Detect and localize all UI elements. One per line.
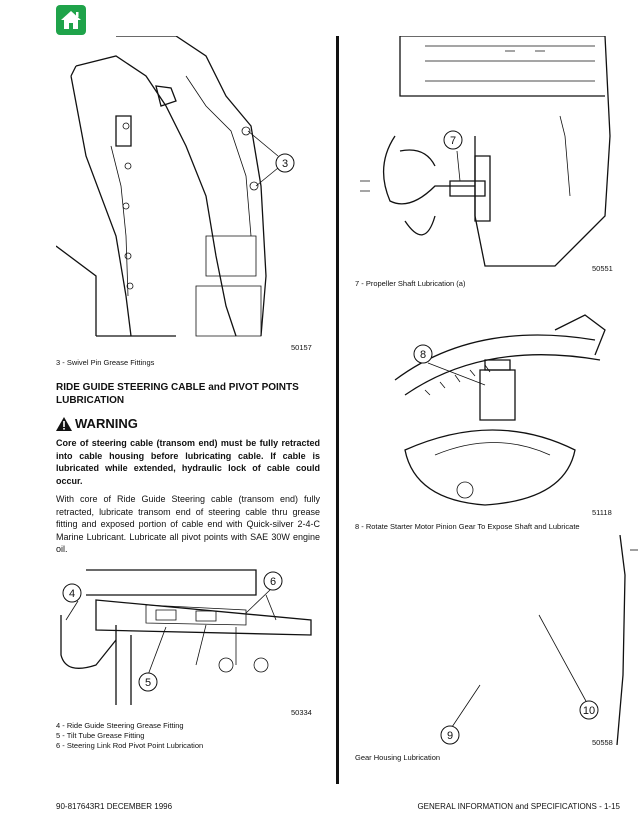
svg-text:5: 5 [145,677,151,689]
figure-caption: 5 - Tilt Tube Grease Fitting [56,731,145,740]
column-divider [336,36,339,784]
figure-caption: 4 - Ride Guide Steering Grease Fitting [56,721,184,730]
figure-number: 50558 [592,738,613,747]
warning-triangle-icon [56,416,72,431]
swivel-pin-illustration: 3 [56,36,295,337]
gear-housing-illustration: 9 10 [440,535,638,745]
home-button[interactable] [56,5,86,35]
figure-caption: 7 - Propeller Shaft Lubrication (a) [355,279,466,288]
callout-4: 4 [62,583,82,603]
section-heading: RIDE GUIDE STEERING CABLE and PIVOT POIN… [56,382,299,406]
figure-number: 50551 [592,264,613,273]
callout-9: 9 [440,725,460,745]
callout-7: 7 [443,130,463,150]
figure-caption: 3 - Swivel Pin Grease Fittings [56,358,155,367]
figure-number: 50157 [291,343,312,352]
propeller-shaft-illustration: 7 [360,36,611,267]
svg-text:8: 8 [420,349,426,361]
footer-right: GENERAL INFORMATION and SPECIFICATIONS -… [417,802,620,811]
home-icon [61,11,81,29]
figure-caption: 6 - Steering Link Rod Pivot Point Lubric… [56,741,204,750]
figure-number: 51118 [592,508,612,517]
body-paragraph: With core of Ride Guide Steering cable (… [56,494,320,554]
svg-text:10: 10 [583,705,595,717]
callout-5: 5 [138,672,158,692]
figure-caption: 8 - Rotate Starter Motor Pinion Gear To … [355,522,580,531]
callout-6: 6 [263,571,283,591]
svg-text:3: 3 [282,158,288,170]
steering-cable-illustration: 4 5 6 [60,569,312,705]
svg-text:6: 6 [270,576,276,588]
warning-body: Core of steering cable (transom end) mus… [56,438,320,486]
figure-caption: Gear Housing Lubrication [355,753,441,762]
svg-text:4: 4 [69,588,75,600]
callout-10: 10 [579,700,599,720]
svg-text:9: 9 [447,730,453,742]
callout-8: 8 [413,344,433,364]
callout-3: 3 [275,153,295,173]
svg-text:7: 7 [450,135,456,147]
figure-number: 50334 [291,708,312,717]
footer-left: 90-817643R1 DECEMBER 1996 [56,802,173,811]
starter-pinion-illustration: 8 [394,314,606,506]
warning-title: WARNING [56,416,138,431]
warning-label: WARNING [75,416,138,431]
